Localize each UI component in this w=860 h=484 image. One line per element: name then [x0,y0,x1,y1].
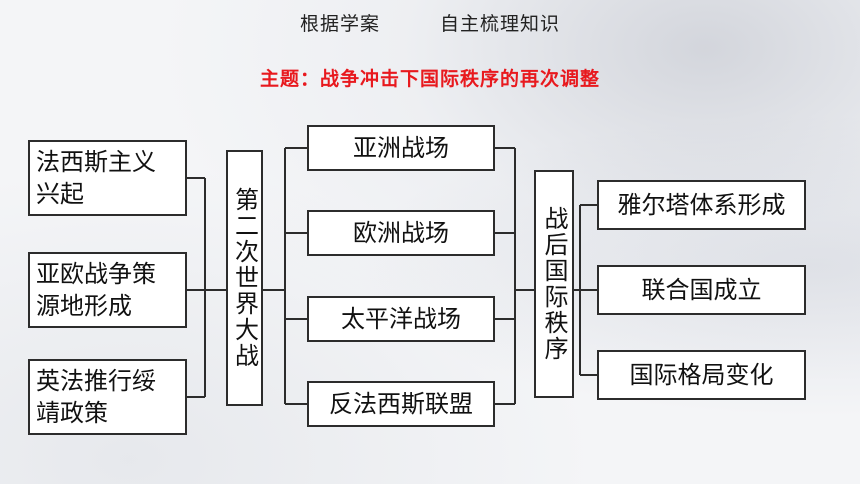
anti-fascist-alliance: 反法西斯联盟 [307,381,495,427]
postwar-order-box: 战后国际秩序 [534,170,574,398]
result-label: 国际格局变化 [629,361,774,389]
cause-box-fascism: 法西斯主义兴起 [28,140,187,216]
battlefield-label: 欧洲战场 [353,219,449,247]
result-label: 联合国成立 [641,276,762,304]
battlefield-pacific: 太平洋战场 [307,296,495,342]
battlefield-label: 太平洋战场 [341,305,461,333]
battlefield-label: 反法西斯联盟 [329,390,473,418]
result-pattern-change: 国际格局变化 [597,350,806,400]
slide-header: 根据学案 自主梳理知识 [0,9,860,36]
header-right-text: 自主梳理知识 [440,13,561,35]
cause-label: 亚欧战争策源地形成 [36,260,156,320]
ww2-label: 第二次世界大战 [230,187,259,369]
cause-label: 法西斯主义兴起 [36,148,156,208]
result-un-founded: 联合国成立 [597,265,806,315]
header-left-text: 根据学案 [299,13,380,35]
battlefield-label: 亚洲战场 [353,134,449,162]
battlefield-asia: 亚洲战场 [307,125,495,171]
ww2-box: 第二次世界大战 [226,150,263,406]
topic-title: 主题：战争冲击下国际秩序的再次调整 [259,68,600,90]
cause-box-appeasement: 英法推行绥靖政策 [28,359,187,435]
postwar-label: 战后国际秩序 [540,206,568,362]
battlefield-europe: 欧洲战场 [307,210,495,256]
result-label: 雅尔塔体系形成 [617,191,786,219]
cause-box-war-sources: 亚欧战争策源地形成 [28,252,187,328]
cause-label: 英法推行绥靖政策 [36,367,156,427]
result-yalta-system: 雅尔塔体系形成 [597,180,806,230]
